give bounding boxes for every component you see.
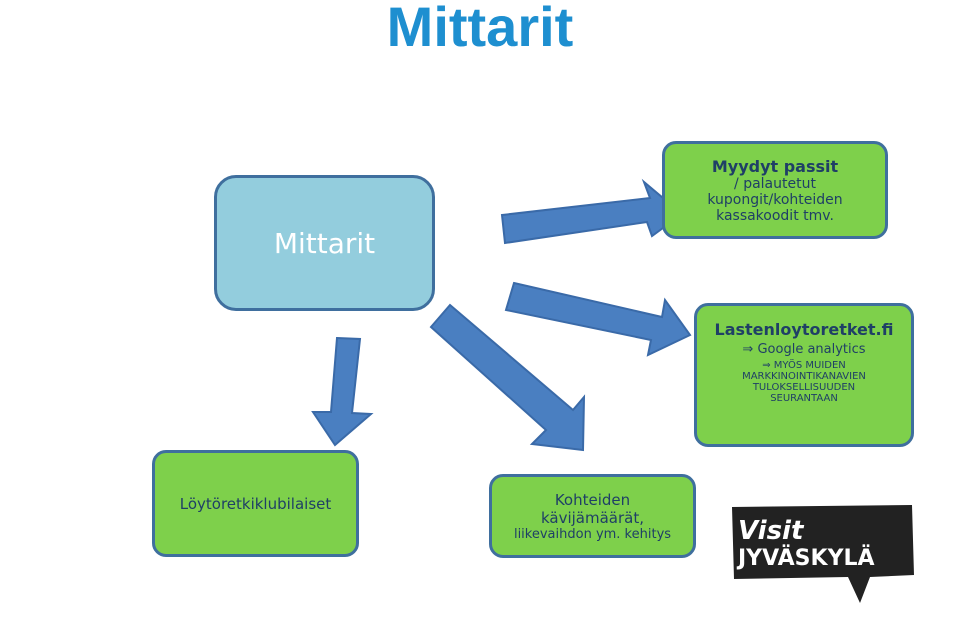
arrow-to-website	[504, 281, 692, 357]
box-website: Lastenloytoretket.fi ⇒ Google analytics …	[694, 303, 914, 447]
passes-heading: Myydyt passit	[711, 156, 839, 176]
implies-arrow-icon: ⇒	[742, 342, 754, 357]
sites-line-3: liikevaihdon ym. kehitys	[513, 526, 672, 542]
website-bullet-row: ⇒ Google analytics	[742, 342, 865, 357]
box-sold-passes: Myydyt passit / palautetut kupongit/koht…	[662, 141, 888, 239]
website-subline-3: TULOKSELLISUUDEN	[752, 382, 856, 393]
implies-arrow-icon-2: ⇒	[762, 360, 771, 371]
sites-line-1: Kohteiden	[554, 490, 631, 509]
website-bullet: Google analytics	[757, 342, 866, 357]
sites-line-2: kävijämäärät,	[540, 508, 645, 527]
arrow-to-club	[311, 336, 374, 447]
website-subline-1: MYÖS MUIDEN	[773, 360, 846, 371]
club-label: Löytöretkiklubilaiset	[179, 494, 332, 513]
center-box-label: Mittarit	[273, 226, 376, 260]
website-heading: Lastenloytoretket.fi	[714, 320, 894, 339]
website-subline-4: SEURANTAAN	[770, 393, 838, 404]
box-visitor-counts: Kohteiden kävijämäärät, liikevaihdon ym.…	[489, 474, 696, 558]
logo-line-2: JYVÄSKYLÄ	[736, 545, 875, 571]
page-title: Mittarit	[386, 0, 574, 58]
website-subline-2: MARKKINOINTIKANAVIEN	[742, 371, 866, 382]
visit-jyvaskyla-logo: Visit JYVÄSKYLÄ	[732, 505, 914, 603]
passes-line-1: / palautetut	[734, 175, 816, 192]
arrow-to-sites	[429, 303, 586, 452]
arrow-to-passes	[500, 178, 684, 245]
passes-line-3: kassakoodit tmv.	[716, 207, 834, 224]
box-club-members: Löytöretkiklubilaiset	[152, 450, 359, 557]
center-box-mittarit: Mittarit	[214, 175, 435, 311]
passes-line-2: kupongit/kohteiden	[707, 191, 843, 208]
logo-line-1: Visit	[738, 516, 805, 546]
website-subline-row: ⇒ MYÖS MUIDEN	[762, 360, 846, 371]
